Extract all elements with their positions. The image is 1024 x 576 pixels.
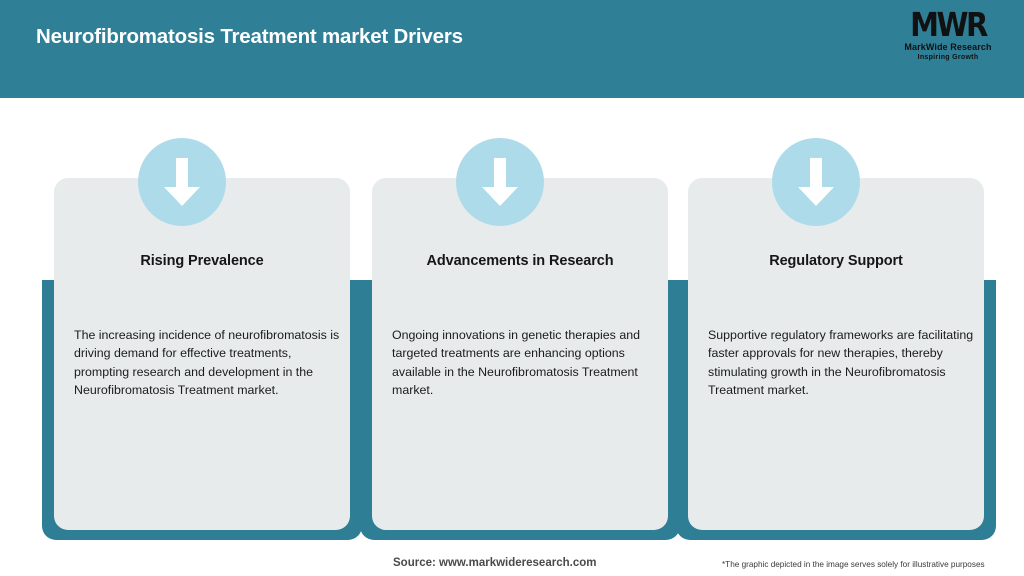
arrow-down-icon — [772, 138, 860, 226]
card-panel — [688, 178, 984, 530]
source-label: Source: www.markwideresearch.com — [393, 557, 597, 569]
card-body-text: Supportive regulatory frameworks are fac… — [708, 328, 974, 397]
drivers-card-group: Rising Prevalence The increasing inciden… — [0, 98, 1024, 540]
driver-card: Regulatory Support Supportive regulatory… — [676, 98, 996, 540]
driver-card: Rising Prevalence The increasing inciden… — [42, 98, 362, 540]
arrow-down-icon — [138, 138, 226, 226]
brand-logo: MWR MarkWide Research Inspiring Growth — [892, 5, 1004, 62]
driver-card: Advancements in Research Ongoing innovat… — [360, 98, 680, 540]
card-heading: Regulatory Support — [769, 253, 903, 269]
logo-company-name: MarkWide Research — [904, 42, 992, 52]
page-title: Neurofibromatosis Treatment market Drive… — [36, 25, 463, 48]
card-panel — [372, 178, 668, 530]
disclaimer-label: *The graphic depicted in the image serve… — [722, 560, 985, 569]
card-panel — [54, 178, 350, 530]
card-body-text: Ongoing innovations in genetic therapies… — [392, 328, 640, 397]
card-body-text: The increasing incidence of neurofibroma… — [74, 328, 340, 397]
card-heading: Advancements in Research — [426, 253, 614, 269]
header-bar: Neurofibromatosis Treatment market Drive… — [0, 0, 1024, 98]
card-heading: Rising Prevalence — [140, 253, 264, 269]
logo-mark-text: MWR — [910, 5, 988, 45]
logo-tagline: Inspiring Growth — [917, 54, 979, 61]
arrow-down-icon — [456, 138, 544, 226]
